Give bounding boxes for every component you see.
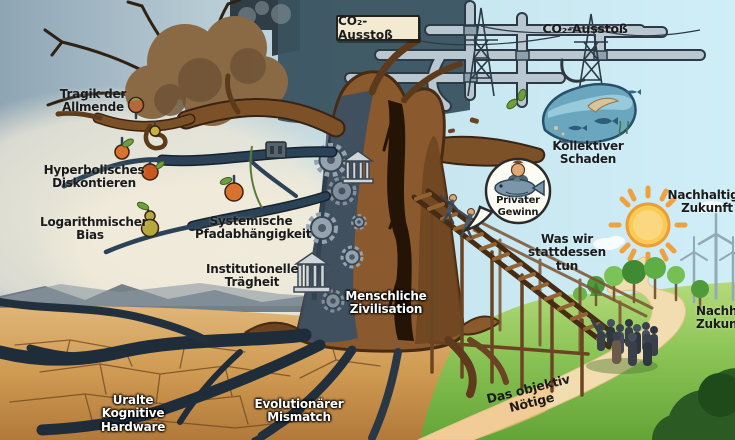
label-was-wir-stattdessen-tun: Was wir stattdessen tun [528,232,606,273]
whale-icon [587,97,620,113]
fish-icon [494,176,545,198]
label-nachhaltige-zukunft-bottom: Nachhaltige Zukunft [696,304,735,332]
bush [652,368,735,440]
co2-sign: CO₂-Ausstoß [336,14,420,42]
label-nachhaltige-zukunft-top: Nachhaltige Zukunft [667,188,735,216]
path-warm-tint [418,378,560,440]
branches-left [55,36,463,255]
apple-icon [127,96,145,114]
label-privater-gewinn: Privater Gewinn [496,195,540,218]
label-institutionelle-traegheit: Institutionelle Trägheit [206,262,299,290]
gear-icon [351,214,367,230]
gear-icon [340,245,364,269]
gear-icon [321,289,345,313]
label-evolutionaerer-mismatch: Evolutionärer Mismatch [254,397,344,425]
label-systemische-pfadabhaengigkeit: Systemische Pfadabhängigkeit [195,214,312,242]
fish-icon [568,89,641,131]
climber-figure [439,194,480,239]
apple-icon [114,144,130,160]
leaf [122,138,233,211]
tree-row [573,257,709,312]
seaweed [618,120,629,137]
fruits [114,96,244,238]
co2-sign-label: CO₂-Ausstoß [338,14,393,42]
label-kollektiver-schaden: Kollektiver Schaden [552,139,624,167]
label-logarithmischer-bias: Logarithmischer Bias [40,215,148,243]
gear-icon [327,176,357,206]
power-pylon-icon [408,7,701,99]
sun-icon [608,185,688,265]
machine-icon [249,141,287,209]
ocean-blob [542,83,641,144]
label-menschliche-zivilisation: Menschliche Zivilisation [345,289,427,317]
cloud [593,201,724,250]
leaf [506,88,527,110]
co2-label-right: CO₂-Ausstoß [542,21,628,36]
temple-icon [341,150,375,184]
gear-icon [306,212,338,244]
apple-icon [149,125,161,137]
label-hyperbolisches-diskontieren: Hyperbolisches Diskontieren [43,163,145,191]
apple-icon [224,182,244,202]
label-tragik-der-allmende: Tragik der Allmende [59,87,127,115]
temple-icon [293,252,331,293]
roots [0,298,509,440]
pear-icon [140,210,160,238]
speech-bubble [462,157,552,233]
apple-icon [141,163,159,181]
label-uralte-kognitive-hardware: Uralte Kognitive Hardware [100,393,166,434]
crowd-figures [586,318,658,374]
